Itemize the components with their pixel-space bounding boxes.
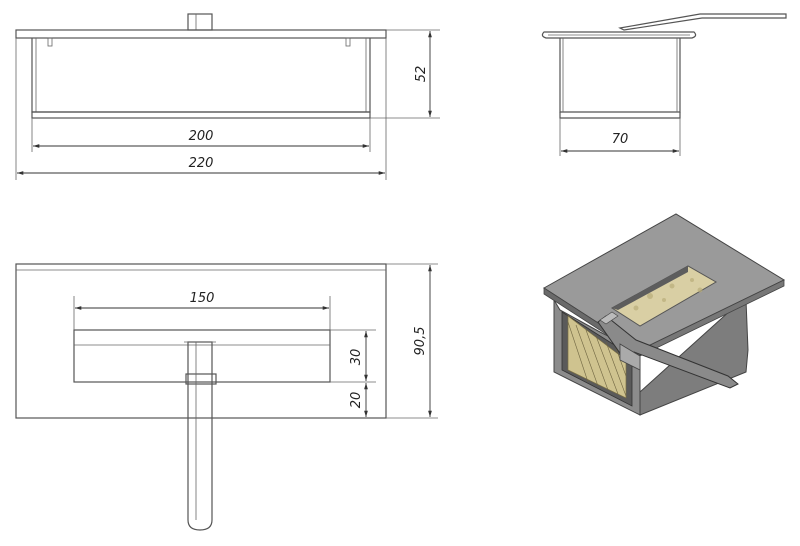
dim-label-top-depth: 90,5 <box>413 327 428 356</box>
dim-label-slot-width: 150 <box>190 291 215 306</box>
top-view: 150 30 20 90,5 <box>15 263 438 531</box>
side-view: 70 <box>541 13 787 156</box>
dim-label-top-offset: 20 <box>349 392 364 409</box>
isometric-render <box>543 213 786 416</box>
dim-label-inner-width: 200 <box>189 129 214 144</box>
dim-label-slot-depth: 30 <box>349 349 364 366</box>
dim-label-side-depth: 70 <box>612 132 629 147</box>
dim-label-front-height: 52 <box>414 66 429 83</box>
front-view: 52 200 220 <box>15 13 440 180</box>
dim-label-outer-width: 220 <box>189 156 214 171</box>
